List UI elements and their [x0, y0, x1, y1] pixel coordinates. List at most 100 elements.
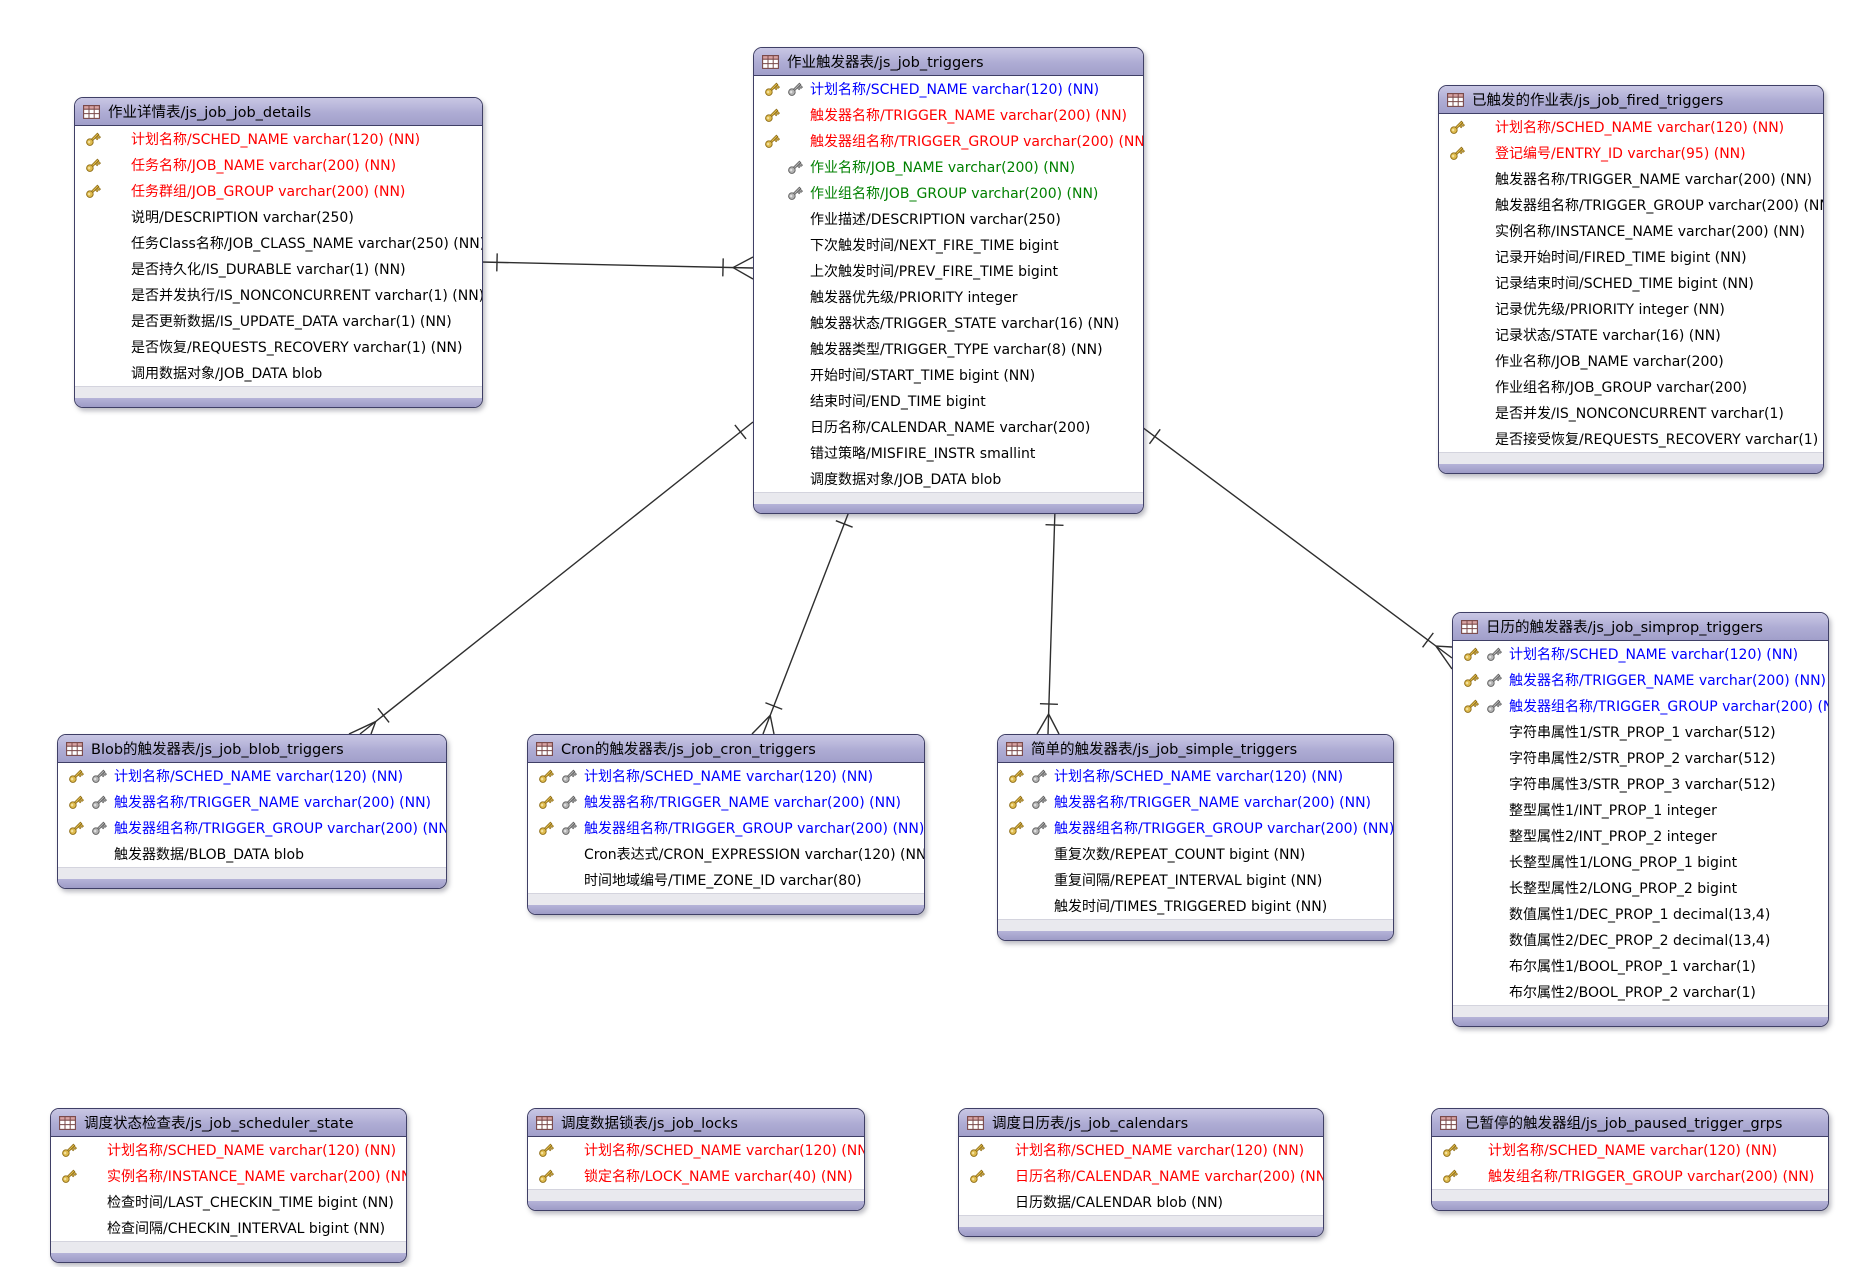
column-row[interactable]: 触发器组名称/TRIGGER_GROUP varchar(200) (NN) [754, 128, 1143, 154]
table-header-js_job_paused_trigger_grps[interactable]: 已暂停的触发器组/js_job_paused_trigger_grps [1432, 1109, 1828, 1137]
column-row[interactable]: Cron表达式/CRON_EXPRESSION varchar(120) (NN… [528, 841, 924, 867]
column-row[interactable]: 任务名称/JOB_NAME varchar(200) (NN) [75, 152, 482, 178]
column-row[interactable]: 记录开始时间/FIRED_TIME bigint (NN) [1439, 244, 1823, 270]
column-row[interactable]: 长整型属性2/LONG_PROP_2 bigint [1453, 875, 1828, 901]
table-header-js_job_cron_triggers[interactable]: Cron的触发器表/js_job_cron_triggers [528, 735, 924, 763]
column-row[interactable]: 记录优先级/PRIORITY integer (NN) [1439, 296, 1823, 322]
column-row[interactable]: 是否接受恢复/REQUESTS_RECOVERY varchar(1) [1439, 426, 1823, 452]
relationship-js_job_job_details-to-js_job_triggers[interactable] [480, 253, 754, 280]
column-row[interactable]: 日历名称/CALENDAR_NAME varchar(200) [754, 414, 1143, 440]
column-row[interactable]: 锁定名称/LOCK_NAME varchar(40) (NN) [528, 1163, 864, 1189]
table-header-js_job_triggers[interactable]: 作业触发器表/js_job_triggers [754, 48, 1143, 76]
column-row[interactable]: 调用数据对象/JOB_DATA blob [75, 360, 482, 386]
column-row[interactable]: 是否更新数据/IS_UPDATE_DATA varchar(1) (NN) [75, 308, 482, 334]
column-row[interactable]: 上次触发时间/PREV_FIRE_TIME bigint [754, 258, 1143, 284]
column-row[interactable]: 是否并发/IS_NONCONCURRENT varchar(1) [1439, 400, 1823, 426]
column-row[interactable]: 日历名称/CALENDAR_NAME varchar(200) (NN) [959, 1163, 1323, 1189]
column-row[interactable]: 任务Class名称/JOB_CLASS_NAME varchar(250) (N… [75, 230, 482, 256]
column-row[interactable]: 字符串属性3/STR_PROP_3 varchar(512) [1453, 771, 1828, 797]
column-row[interactable]: 字符串属性2/STR_PROP_2 varchar(512) [1453, 745, 1828, 771]
relationship-js_job_triggers-to-js_job_cron_triggers[interactable] [751, 508, 853, 735]
column-row[interactable]: 触发器名称/TRIGGER_NAME varchar(200) (NN) [998, 789, 1393, 815]
column-row[interactable]: 字符串属性1/STR_PROP_1 varchar(512) [1453, 719, 1828, 745]
relationship-js_job_triggers-to-js_job_simple_triggers[interactable] [1036, 508, 1064, 735]
column-row[interactable]: 触发器名称/TRIGGER_NAME varchar(200) (NN) [1453, 667, 1828, 693]
column-row[interactable]: 计划名称/SCHED_NAME varchar(120) (NN) [1432, 1137, 1828, 1163]
column-row[interactable]: 是否持久化/IS_DURABLE varchar(1) (NN) [75, 256, 482, 282]
column-row[interactable]: 布尔属性2/BOOL_PROP_2 varchar(1) [1453, 979, 1828, 1005]
table-header-js_job_simprop_triggers[interactable]: 日历的触发器表/js_job_simprop_triggers [1453, 613, 1828, 641]
column-row[interactable]: 记录状态/STATE varchar(16) (NN) [1439, 322, 1823, 348]
column-row[interactable]: 下次触发时间/NEXT_FIRE_TIME bigint [754, 232, 1143, 258]
column-row[interactable]: 检查时间/LAST_CHECKIN_TIME bigint (NN) [51, 1189, 406, 1215]
column-row[interactable]: 数值属性2/DEC_PROP_2 decimal(13,4) [1453, 927, 1828, 953]
column-row[interactable]: 是否并发执行/IS_NONCONCURRENT varchar(1) (NN) [75, 282, 482, 308]
column-row[interactable]: 整型属性1/INT_PROP_1 integer [1453, 797, 1828, 823]
column-row[interactable]: 计划名称/SCHED_NAME varchar(120) (NN) [1453, 641, 1828, 667]
column-row[interactable]: 计划名称/SCHED_NAME varchar(120) (NN) [75, 126, 482, 152]
column-row[interactable]: 实例名称/INSTANCE_NAME varchar(200) (NN) [1439, 218, 1823, 244]
column-row[interactable]: 触发器名称/TRIGGER_NAME varchar(200) (NN) [1439, 166, 1823, 192]
column-row[interactable]: 触发组名称/TRIGGER_GROUP varchar(200) (NN) [1432, 1163, 1828, 1189]
table-header-js_job_blob_triggers[interactable]: Blob的触发器表/js_job_blob_triggers [58, 735, 446, 763]
column-row[interactable]: 触发器组名称/TRIGGER_GROUP varchar(200) (NN) [1439, 192, 1823, 218]
column-row[interactable]: 计划名称/SCHED_NAME varchar(120) (NN) [528, 763, 924, 789]
column-row[interactable]: 计划名称/SCHED_NAME varchar(120) (NN) [51, 1137, 406, 1163]
column-row[interactable]: 作业名称/JOB_NAME varchar(200) (NN) [754, 154, 1143, 180]
table-header-js_job_locks[interactable]: 调度数据锁表/js_job_locks [528, 1109, 864, 1137]
table-header-js_job_scheduler_state[interactable]: 调度状态检查表/js_job_scheduler_state [51, 1109, 406, 1137]
column-row[interactable]: 作业组名称/JOB_GROUP varchar(200) [1439, 374, 1823, 400]
column-row[interactable]: 开始时间/START_TIME bigint (NN) [754, 362, 1143, 388]
column-row[interactable]: 重复间隔/REPEAT_INTERVAL bigint (NN) [998, 867, 1393, 893]
column-row[interactable]: 实例名称/INSTANCE_NAME varchar(200) (NN) [51, 1163, 406, 1189]
column-row[interactable]: 时间地域编号/TIME_ZONE_ID varchar(80) [528, 867, 924, 893]
column-row[interactable]: 计划名称/SCHED_NAME varchar(120) (NN) [528, 1137, 864, 1163]
column-row[interactable]: 错过策略/MISFIRE_INSTR smallint [754, 440, 1143, 466]
column-row[interactable]: 计划名称/SCHED_NAME varchar(120) (NN) [58, 763, 446, 789]
column-row[interactable]: 触发器状态/TRIGGER_STATE varchar(16) (NN) [754, 310, 1143, 336]
column-row[interactable]: 整型属性2/INT_PROP_2 integer [1453, 823, 1828, 849]
column-row[interactable]: 记录结束时间/SCHED_TIME bigint (NN) [1439, 270, 1823, 296]
table-header-js_job_fired_triggers[interactable]: 已触发的作业表/js_job_fired_triggers [1439, 86, 1823, 114]
column-row[interactable]: 触发器组名称/TRIGGER_GROUP varchar(200) (NN) [1453, 693, 1828, 719]
column-row[interactable]: 任务群组/JOB_GROUP varchar(200) (NN) [75, 178, 482, 204]
column-row[interactable]: 触发时间/TIMES_TRIGGERED bigint (NN) [998, 893, 1393, 919]
column-row[interactable]: 布尔属性1/BOOL_PROP_1 varchar(1) [1453, 953, 1828, 979]
column-row[interactable]: 触发器组名称/TRIGGER_GROUP varchar(200) (NN) [58, 815, 446, 841]
table-header-js_job_calendars[interactable]: 调度日历表/js_job_calendars [959, 1109, 1323, 1137]
column-row[interactable]: 计划名称/SCHED_NAME varchar(120) (NN) [998, 763, 1393, 789]
column-row[interactable]: 触发器数据/BLOB_DATA blob [58, 841, 446, 867]
column-row[interactable]: 作业名称/JOB_NAME varchar(200) [1439, 348, 1823, 374]
column-row[interactable]: 数值属性1/DEC_PROP_1 decimal(13,4) [1453, 901, 1828, 927]
column-row[interactable]: 调度数据对象/JOB_DATA blob [754, 466, 1143, 492]
column-row[interactable]: 长整型属性1/LONG_PROP_1 bigint [1453, 849, 1828, 875]
column-row[interactable]: 计划名称/SCHED_NAME varchar(120) (NN) [754, 76, 1143, 102]
column-row[interactable]: 计划名称/SCHED_NAME varchar(120) (NN) [959, 1137, 1323, 1163]
relationship-js_job_triggers-to-js_job_blob_triggers[interactable] [348, 421, 754, 735]
column-row[interactable]: 作业描述/DESCRIPTION varchar(250) [754, 206, 1143, 232]
column-row[interactable]: 说明/DESCRIPTION varchar(250) [75, 204, 482, 230]
column-row[interactable]: 作业组名称/JOB_GROUP varchar(200) (NN) [754, 180, 1143, 206]
column-row[interactable]: 触发器名称/TRIGGER_NAME varchar(200) (NN) [754, 102, 1143, 128]
table-header-js_job_simple_triggers[interactable]: 简单的触发器表/js_job_simple_triggers [998, 735, 1393, 763]
column-row[interactable]: 结束时间/END_TIME bigint [754, 388, 1143, 414]
column-row[interactable]: 登记编号/ENTRY_ID varchar(95) (NN) [1439, 140, 1823, 166]
column-row[interactable]: 计划名称/SCHED_NAME varchar(120) (NN) [1439, 114, 1823, 140]
column-row[interactable]: 触发器名称/TRIGGER_NAME varchar(200) (NN) [58, 789, 446, 815]
column-row[interactable]: 重复次数/REPEAT_COUNT bigint (NN) [998, 841, 1393, 867]
column-row[interactable]: 是否恢复/REQUESTS_RECOVERY varchar(1) (NN) [75, 334, 482, 360]
table-header-js_job_job_details[interactable]: 作业详情表/js_job_job_details [75, 98, 482, 126]
column-row[interactable]: 日历数据/CALENDAR blob (NN) [959, 1189, 1323, 1215]
relationship-js_job_triggers-to-js_job_simprop_triggers[interactable] [1141, 426, 1453, 670]
